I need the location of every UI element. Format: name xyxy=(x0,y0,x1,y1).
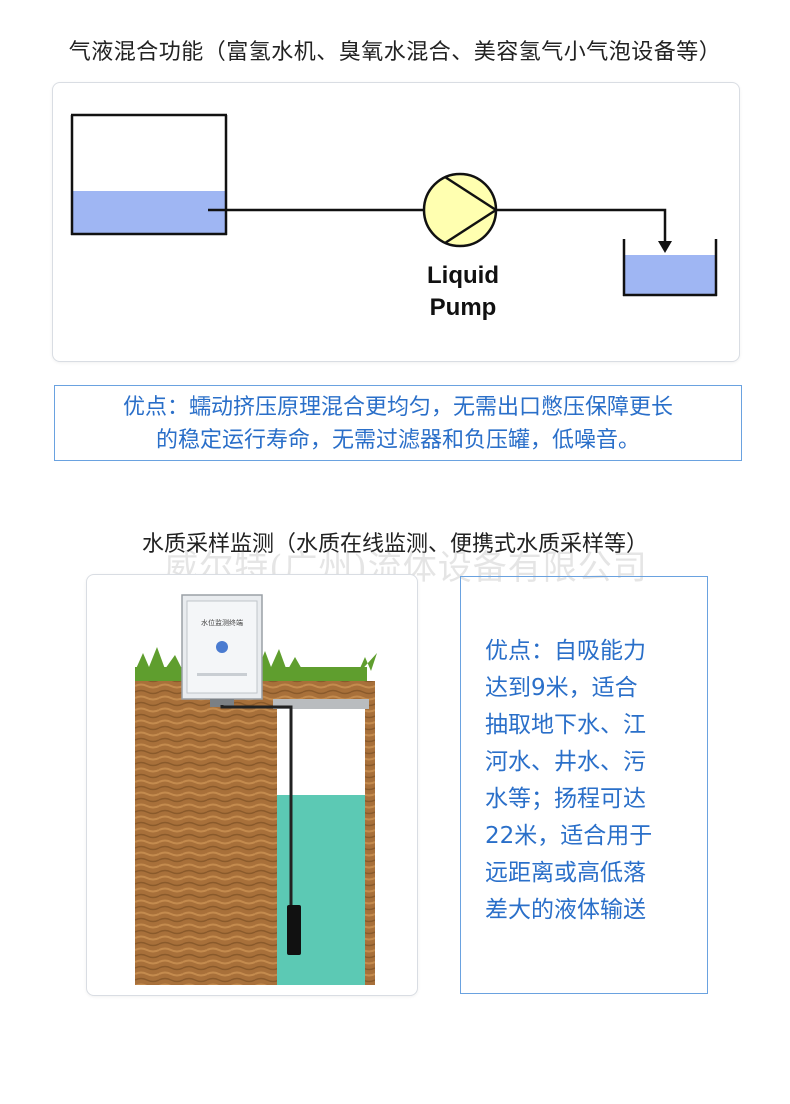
well-cover xyxy=(273,699,369,709)
water-sampling-illustration-card: 水位监测终端 xyxy=(86,574,418,996)
water-sampling-illustration: 水位监测终端 xyxy=(135,594,377,985)
section2-advantage-line: 水等；扬程可达 xyxy=(485,786,646,812)
section1-title: 气液混合功能（富氢水机、臭氧水混合、美容氢气小气泡设备等） xyxy=(68,40,722,65)
section1-advantage-line: 优点：蠕动挤压原理混合更均匀，无需出口憋压保障更长 xyxy=(122,395,673,420)
monitoring-cabinet: 水位监测终端 xyxy=(181,594,263,707)
submersible-probe xyxy=(287,905,301,955)
section1-advantage-box: 优点：蠕动挤压原理混合更均匀，无需出口憋压保障更长 的稳定运行寿命，无需过滤器和… xyxy=(54,385,742,461)
section2-title: 水质采样监测（水质在线监测、便携式水质采样等） xyxy=(141,532,648,557)
destination-tank xyxy=(622,239,718,297)
section2-advantage-box: 优点：自吸能力 达到9米，适合 抽取地下水、江 河水、井水、污 水等；扬程可达 … xyxy=(460,576,708,994)
section2-advantage-line: 抽取地下水、江 xyxy=(485,712,646,738)
section2-advantage-line: 优点：自吸能力 xyxy=(485,638,646,664)
section2-advantage-line: 22米，适合用于 xyxy=(485,823,653,849)
section2-advantage-line: 差大的液体输送 xyxy=(485,897,646,923)
liquid-pump-diagram: Liquid Pump xyxy=(70,113,718,321)
outlet-pipe xyxy=(496,208,667,243)
source-tank-liquid xyxy=(73,191,225,233)
pump-label-line2: Pump xyxy=(430,294,497,321)
section2-advantage-line: 远距离或高低落 xyxy=(485,860,646,886)
section1-advantage-line: 的稳定运行寿命，无需过滤器和负压罐，低噪音。 xyxy=(155,428,640,453)
section2-advantage-line: 达到9米，适合 xyxy=(485,675,638,701)
section2-advantage-line: 河水、井水、污 xyxy=(485,749,646,775)
destination-tank-liquid xyxy=(624,255,716,295)
source-tank xyxy=(70,113,228,236)
flow-arrow-icon xyxy=(658,241,672,253)
pump-label-line1: Liquid xyxy=(427,262,499,289)
cabinet-label: 水位监测终端 xyxy=(201,618,243,627)
liquid-pump-diagram-card: Liquid Pump xyxy=(52,82,740,362)
cabinet-logo-icon xyxy=(216,641,228,653)
pump-icon xyxy=(422,172,498,248)
sampling-hose xyxy=(220,705,293,910)
